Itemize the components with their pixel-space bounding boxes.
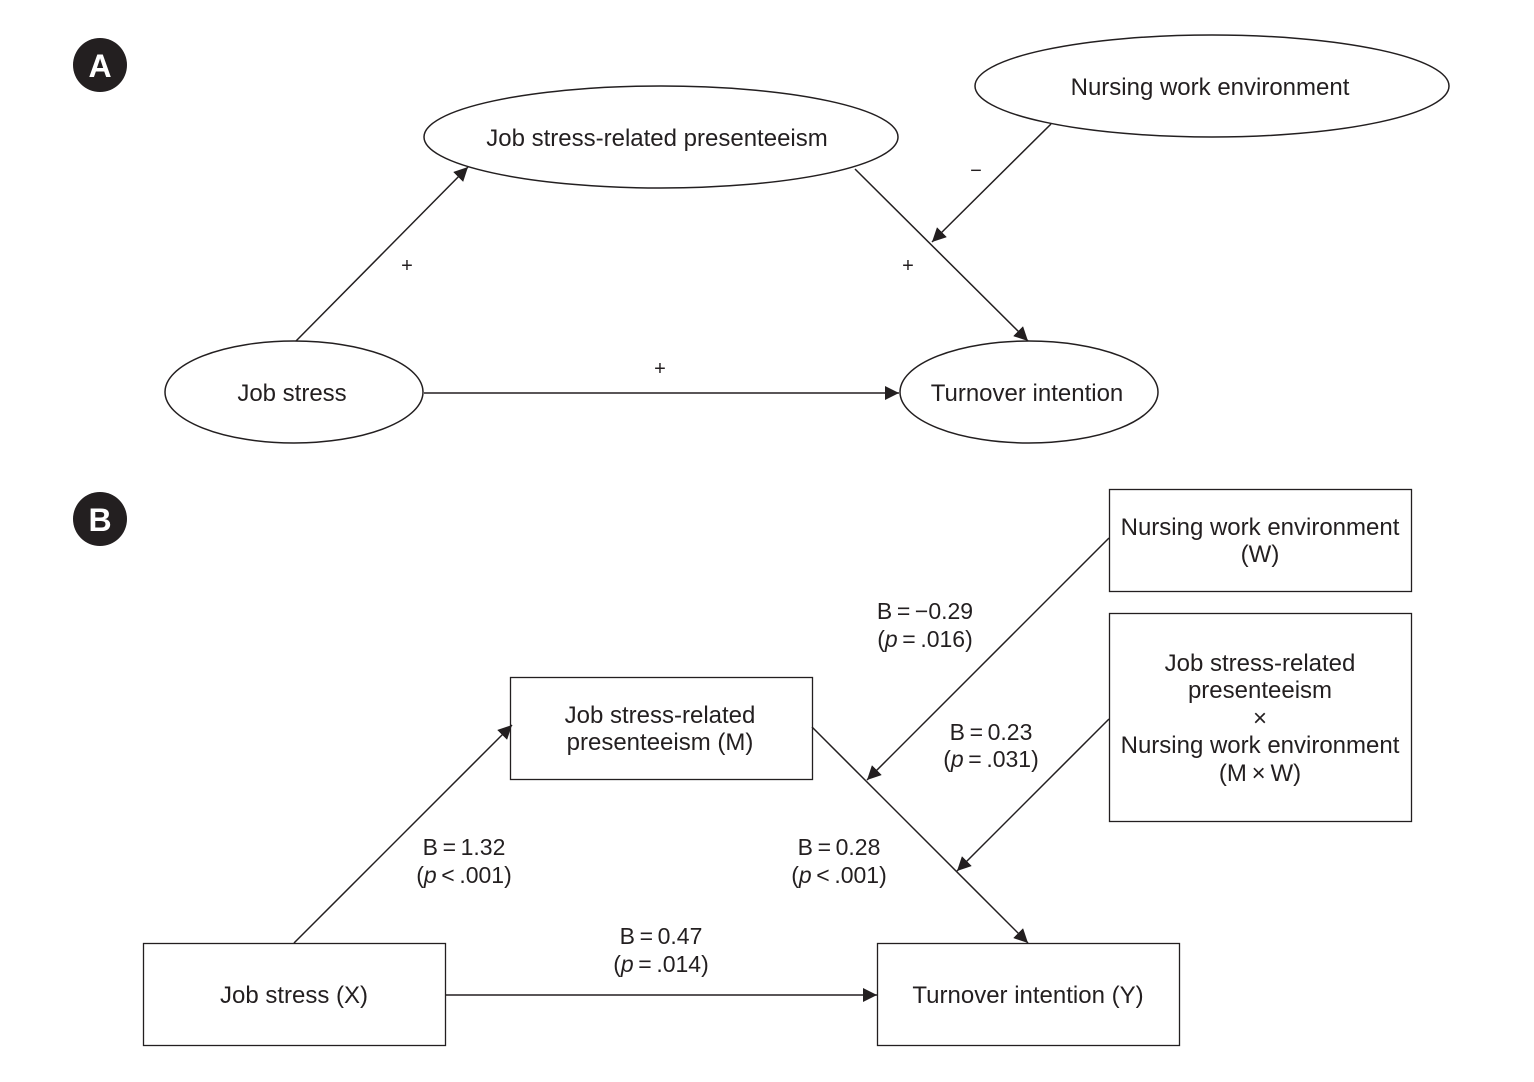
- arrow-w-to-m-path: [866, 537, 1110, 781]
- box-job-stress: Job stress (X): [142, 942, 447, 1047]
- coef-b: B = 0.47: [620, 923, 703, 949]
- coef-x-to-y: B = 0.47 (p = .014): [613, 923, 709, 977]
- coef-x-to-m: B = 1.32 (p < .001): [416, 834, 512, 888]
- coef-p: (p = .014): [613, 951, 709, 977]
- node-label: Turnover intention: [931, 380, 1124, 407]
- node-job-stress: Job stress: [164, 340, 424, 444]
- sign-x-to-m: +: [401, 255, 413, 277]
- coef-b: B = −0.29: [877, 598, 973, 624]
- coef-p: (p = .016): [877, 626, 973, 652]
- arrow-m-to-y: [811, 726, 1029, 944]
- box-label: Job stress (X): [220, 982, 368, 1009]
- box-label-line-2: presenteeism: [1188, 677, 1332, 704]
- coef-m-to-y: B = 0.28 (p < .001): [791, 834, 887, 888]
- node-nursing-work-environment: Nursing work environment: [974, 34, 1450, 138]
- arrow-w-moderation: [931, 123, 1052, 243]
- box-label-line-1: Job stress-related: [565, 702, 756, 729]
- coef-w-to-m: B = −0.29 (p = .016): [877, 598, 973, 652]
- node-label: Job stress-related presenteeism: [486, 125, 827, 152]
- node-label: Nursing work environment: [1071, 74, 1350, 101]
- box-nursing-work-environment: Nursing work environment (W): [1108, 488, 1413, 593]
- panel-a-letter: A: [88, 48, 111, 84]
- box-job-stress-related-presenteeism: Job stress-related presenteeism (M): [509, 676, 814, 781]
- panel-b-letter: B: [88, 502, 111, 538]
- panel-a: A Nursing work environment Job stress-re…: [73, 34, 1450, 444]
- panel-a-badge: A: [73, 38, 127, 92]
- box-interaction-term: Job stress-related presenteeism × Nursin…: [1108, 612, 1413, 823]
- box-label-line-4: Nursing work environment: [1121, 732, 1400, 759]
- node-job-stress-related-presenteeism: Job stress-related presenteeism: [423, 85, 899, 189]
- sign-x-to-y: +: [654, 358, 666, 380]
- sign-m-to-y: +: [902, 255, 914, 277]
- coef-p: (p < .001): [416, 862, 512, 888]
- arrow-x-to-m: [293, 724, 513, 944]
- panel-b-badge: B: [73, 492, 127, 546]
- coef-b: B = 0.28: [798, 834, 881, 860]
- coef-p: (p < .001): [791, 862, 887, 888]
- panel-b: B Nursing work environment (W) Job stres…: [73, 488, 1413, 1047]
- box-label: Turnover intention (Y): [912, 982, 1143, 1009]
- coef-b: B = 0.23: [950, 719, 1033, 745]
- coef-mw-to-y: B = 0.23 (p = .031): [943, 719, 1039, 772]
- box-turnover-intention: Turnover intention (Y): [876, 942, 1181, 1047]
- arrow-mw-to-y-path: [956, 718, 1110, 872]
- arrow-m-to-y: [854, 168, 1029, 342]
- arrow-x-to-m: [295, 166, 469, 342]
- box-label-line-1: Nursing work environment: [1121, 514, 1400, 541]
- box-label-line-2: presenteeism (M): [567, 729, 754, 756]
- box-label-line-1: Job stress-related: [1165, 650, 1356, 677]
- node-label: Job stress: [237, 380, 346, 407]
- node-turnover-intention: Turnover intention: [899, 340, 1159, 444]
- coef-b: B = 1.32: [423, 834, 506, 860]
- sign-w-moderation: −: [970, 160, 982, 182]
- coef-p: (p = .031): [943, 746, 1039, 772]
- box-label-line-3: ×: [1253, 705, 1267, 732]
- box-label-line-2: (W): [1241, 541, 1280, 568]
- box-label-line-5: (M × W): [1219, 760, 1301, 787]
